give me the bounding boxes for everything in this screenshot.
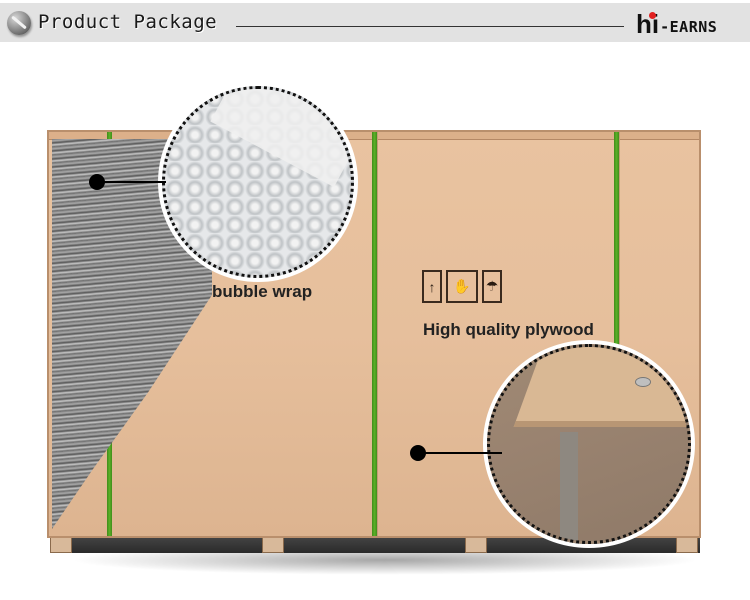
plywood-zoom-circle [487,344,691,544]
green-strap [372,132,377,536]
bubble-wrap-leader-line [100,181,166,183]
brand-logo-suffix: -EARNS [660,18,718,36]
plywood-marker-icon [410,445,426,461]
nail-head-icon [635,377,651,387]
plywood-leader-line [420,452,502,454]
plywood-edge [560,432,578,541]
crate-foot [465,537,487,553]
handling-symbols: ↑ ✋ ☂ [422,270,502,303]
plywood-label: High quality plywood [423,320,594,339]
bubble-wrap-zoom-circle [162,86,354,278]
crate-skid [50,537,700,553]
crate-foot [262,537,284,553]
brand-logo: hi -EARNS [636,11,717,37]
header-bar: Product Package hi -EARNS [0,3,750,42]
handle-with-care-icon: ✋ [446,270,478,303]
logo-red-dot-icon [649,12,656,19]
this-way-up-icon: ↑ [422,270,442,303]
plywood-corner [513,347,688,427]
keep-dry-icon: ☂ [482,270,502,303]
page-title: Product Package [38,11,218,33]
header-divider [236,26,624,27]
panel-seam [619,132,620,536]
brand-logo-prefix: hi [636,9,660,39]
bubble-wrap-marker-icon [89,174,105,190]
crate-foot [676,537,698,553]
panel-seam [377,132,378,536]
screw-bullet-icon [7,11,31,35]
green-strap [614,132,619,536]
bubble-wrap-label: bubble wrap [212,282,313,301]
crate-foot [50,537,72,553]
